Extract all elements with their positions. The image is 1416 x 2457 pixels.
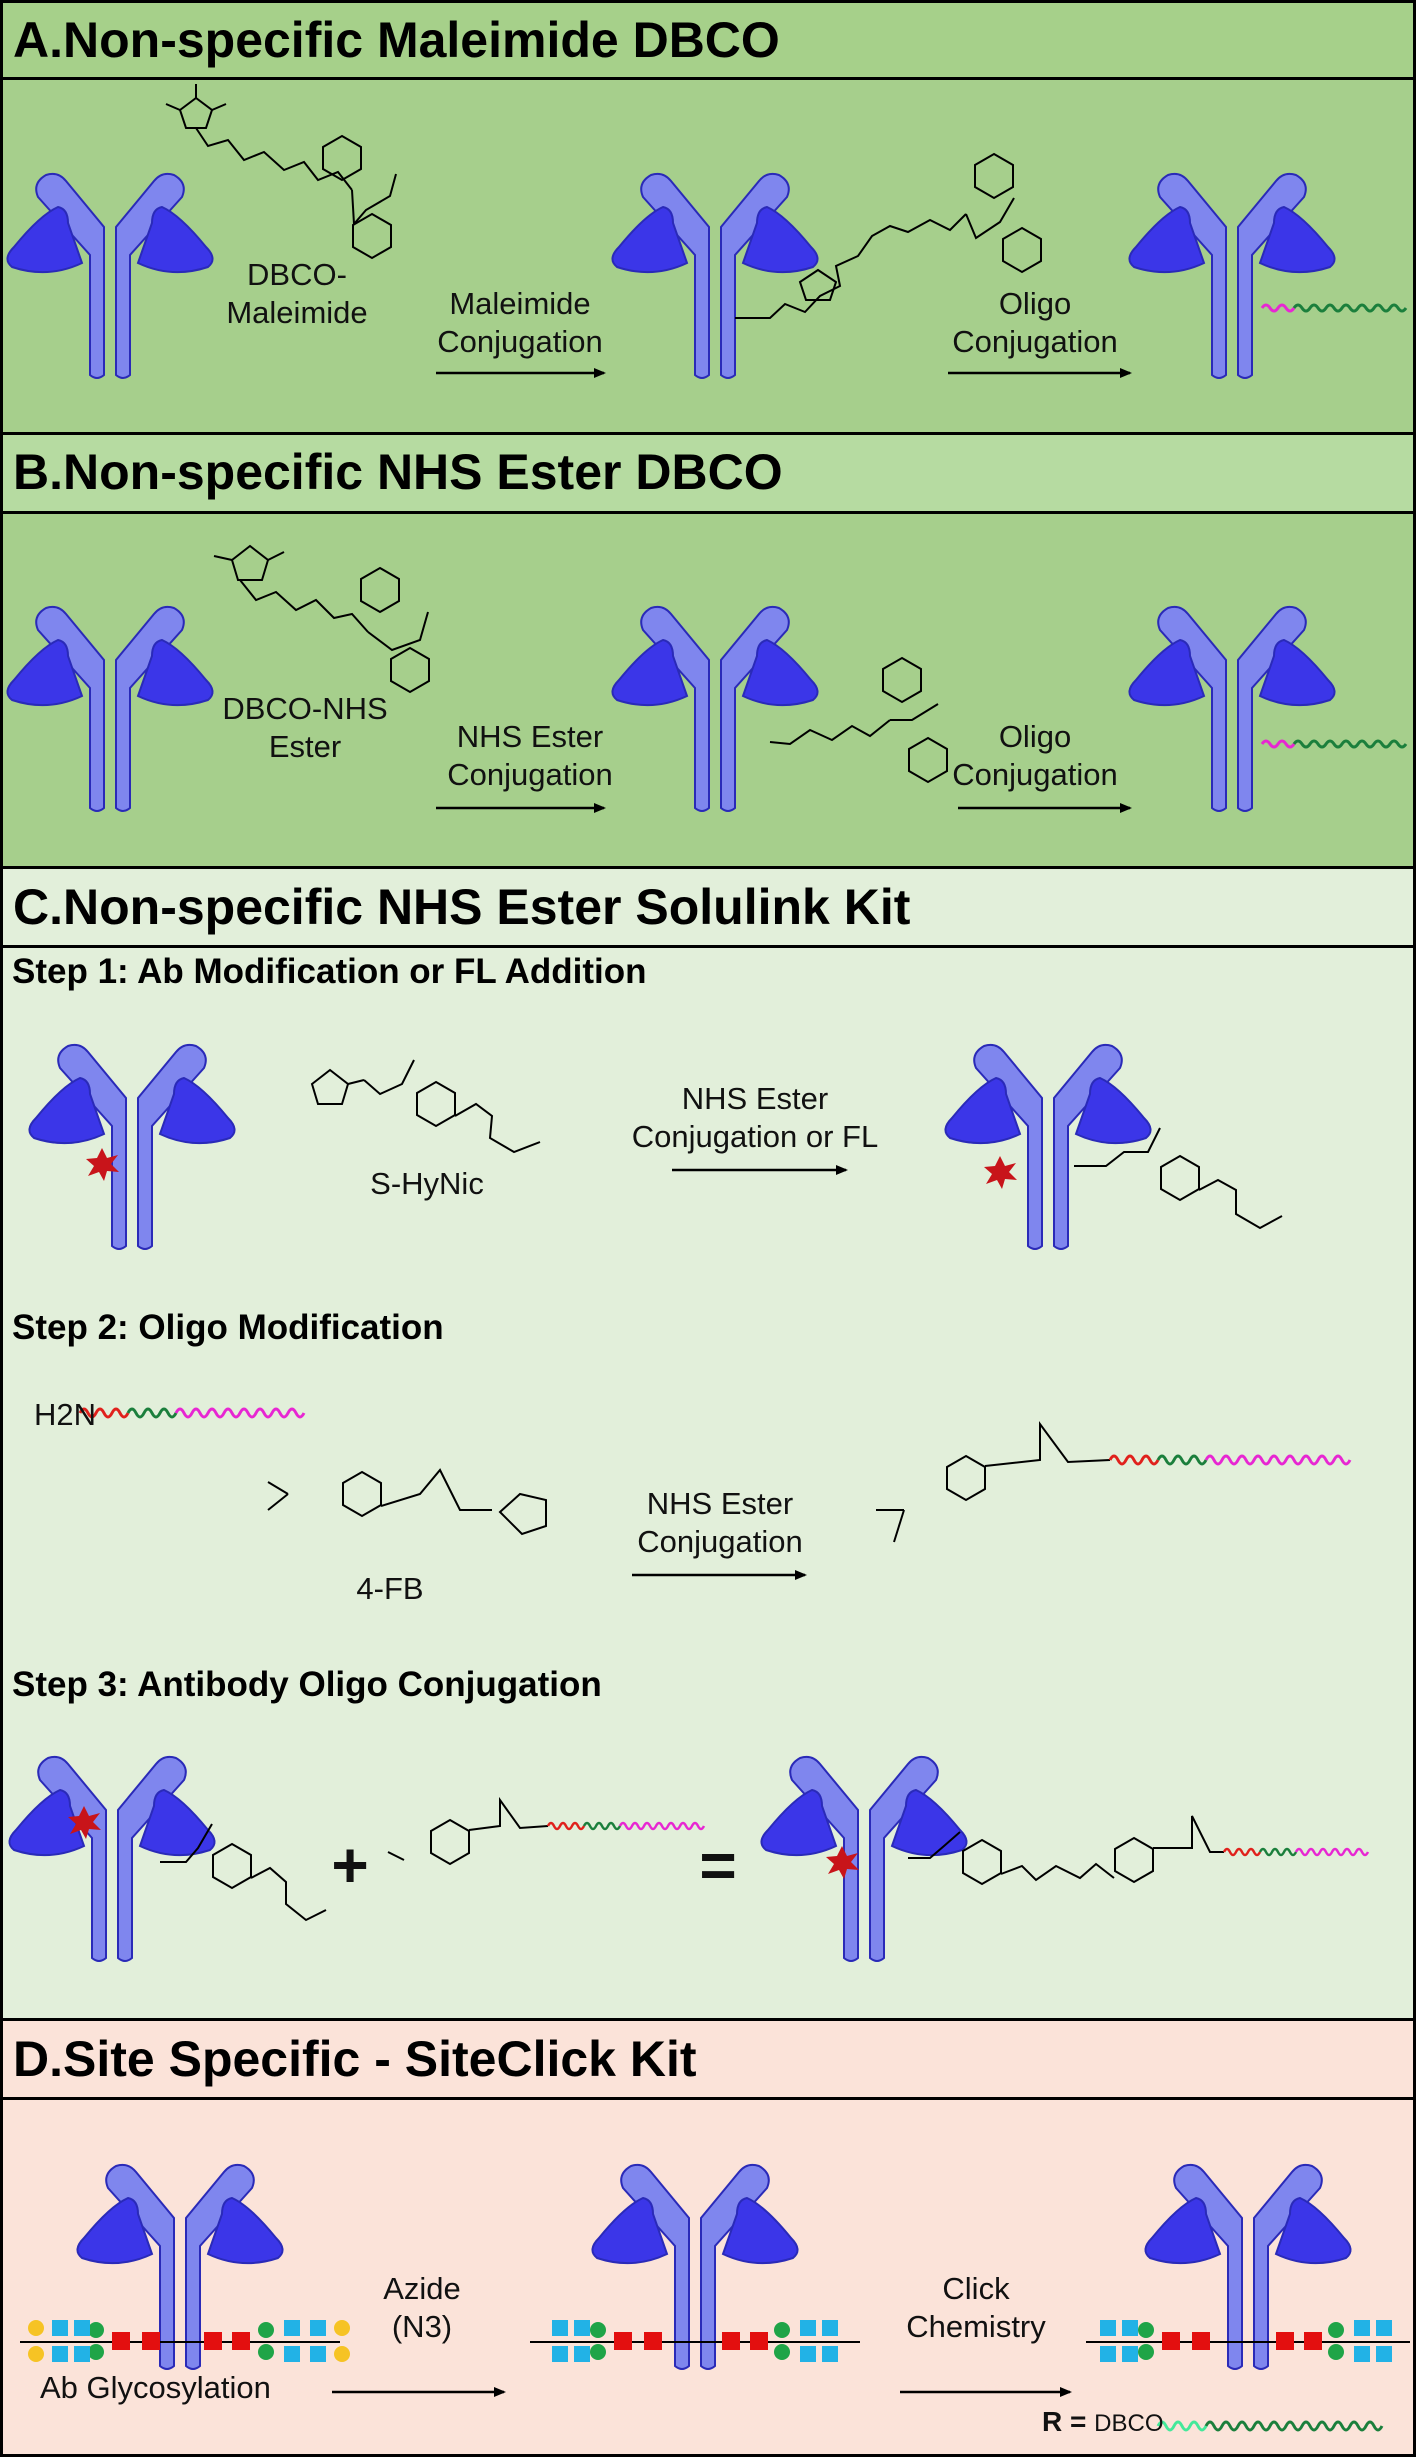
clicked-antibody [1086,2163,1410,2370]
click-chemistry-label: Click Chemistry [896,2270,1056,2346]
step1-title: Step 1: Ab Modification or FL Addition [12,952,647,991]
oligo-conjugation-b-label: Oligo Conjugation [935,718,1135,794]
nhs-linked-structure [769,657,948,783]
hynic-ab-structure [160,1823,327,1922]
antibody-c1 [28,1043,236,1250]
dbco-maleimide-label-line1: DBCO- [247,257,347,292]
nhs-conjugation-fl-line2: Conjugation or FL [631,1119,879,1154]
s-hynic-structure [310,1059,541,1154]
dbco-nhs-label-line2: Ester [268,729,342,764]
r-definition: R = DBCO [1042,2403,1164,2443]
panel-a-title: A.Non-specific Maleimide DBCO [13,12,780,68]
click-chemistry-line1: Click [942,2271,1010,2306]
s-hynic-label: S-HyNic [370,1166,484,1201]
nhs-conjugation-b-label: NHS Ester Conjugation [430,718,630,794]
maleimide-conjugation-line2: Conjugation [437,324,603,359]
maleimide-linked-structure [735,153,1042,319]
fl-star-c1-product [984,1156,1017,1189]
dbco-nhs-structure [213,544,430,693]
antibody-a3 [1128,172,1336,379]
antibody-c3 [8,1755,216,1962]
oligo-conjugation-a-line2: Conjugation [952,324,1118,359]
panel-c-title: C.Non-specific NHS Ester Solulink Kit [13,879,911,935]
panel-c-header: C.Non-specific NHS Ester Solulink Kit [0,866,1416,948]
dbco-maleimide-label-line2: Maleimide [226,295,368,330]
panel-b-title: B.Non-specific NHS Ester DBCO [13,444,783,500]
oligo-a-green [1292,303,1408,313]
amine-label: H2N [34,1397,97,1432]
antibody-a2 [611,172,819,379]
oligo-conjugation-a-label: Oligo Conjugation [935,285,1135,361]
nhs-conjugation-b-line1: NHS Ester [456,719,604,754]
4-fb-oligo-structure [876,1420,1352,1543]
click-chemistry-line2: Chemistry [906,2309,1046,2344]
nhs-conjugation-fl-label: NHS Ester Conjugation or FL [610,1080,900,1156]
nhs-conjugation-c2-line1: NHS Ester [646,1486,794,1521]
antibody-b3 [1128,605,1336,812]
nhs-conjugation-c2-label: NHS Ester Conjugation [620,1485,820,1561]
glycosylated-antibody [20,2163,350,2370]
oligo-conjugation-b-line2: Conjugation [952,757,1118,792]
4-fb-label: 4-FB [356,1571,424,1606]
dbco-oligo-legend [1156,2420,1384,2432]
nhs-conjugation-c2-line2: Conjugation [637,1524,803,1559]
panel-c-body [0,945,1416,2021]
maleimide-conjugation-label: Maleimide Conjugation [420,285,620,361]
oligo-conjugation-b-line1: Oligo [998,719,1072,754]
oligo-conjugation-a-line1: Oligo [998,286,1072,321]
azide-label-line2: (N3) [391,2309,453,2344]
nhs-conjugation-b-line2: Conjugation [447,757,613,792]
antibody-b2 [611,605,819,812]
4-fb-oligo-small [387,1796,706,1865]
oligo-b-green [1292,739,1408,749]
panel-a-header: A.Non-specific Maleimide DBCO [0,0,1416,80]
antibody-a1 [6,172,214,379]
dbco-maleimide-label: DBCO- Maleimide [192,256,402,332]
nhs-conjugation-fl-line1: NHS Ester [681,1081,829,1116]
maleimide-conjugation-line1: Maleimide [449,286,591,321]
azide-antibody [530,2163,860,2370]
hynic-modified-structure [1074,1127,1283,1230]
step2-title: Step 2: Oligo Modification [12,1308,444,1347]
azide-label: Azide (N3) [352,2270,492,2346]
glycosylation-label: Ab Glycosylation [40,2370,271,2405]
r-value: DBCO [1094,2410,1164,2437]
dbco-nhs-label: DBCO-NHS Ester [200,690,410,766]
r-equals: = [1070,2406,1087,2437]
4-fb-structure [267,1468,547,1536]
azide-label-line1: Azide [383,2271,461,2306]
equals-sign: = [699,1829,737,1901]
oligo-b [1260,739,1296,749]
step3-title: Step 3: Antibody Oligo Conjugation [12,1665,602,1704]
dbco-nhs-label-line1: DBCO-NHS [222,691,388,726]
antibody-c3-product [760,1755,968,1962]
panel-d-title: D.Site Specific - SiteClick Kit [13,2031,697,2087]
dbco-maleimide-structure [165,84,397,259]
plus-sign: + [331,1829,369,1901]
conjugate-structure [908,1815,1370,1885]
antibody-b1 [6,605,214,812]
oligo-a [1260,303,1296,313]
amine-oligo [78,1407,306,1419]
panel-b-header: B.Non-specific NHS Ester DBCO [0,432,1416,514]
r-symbol: R [1042,2406,1063,2437]
antibody-c1-product [944,1043,1152,1250]
